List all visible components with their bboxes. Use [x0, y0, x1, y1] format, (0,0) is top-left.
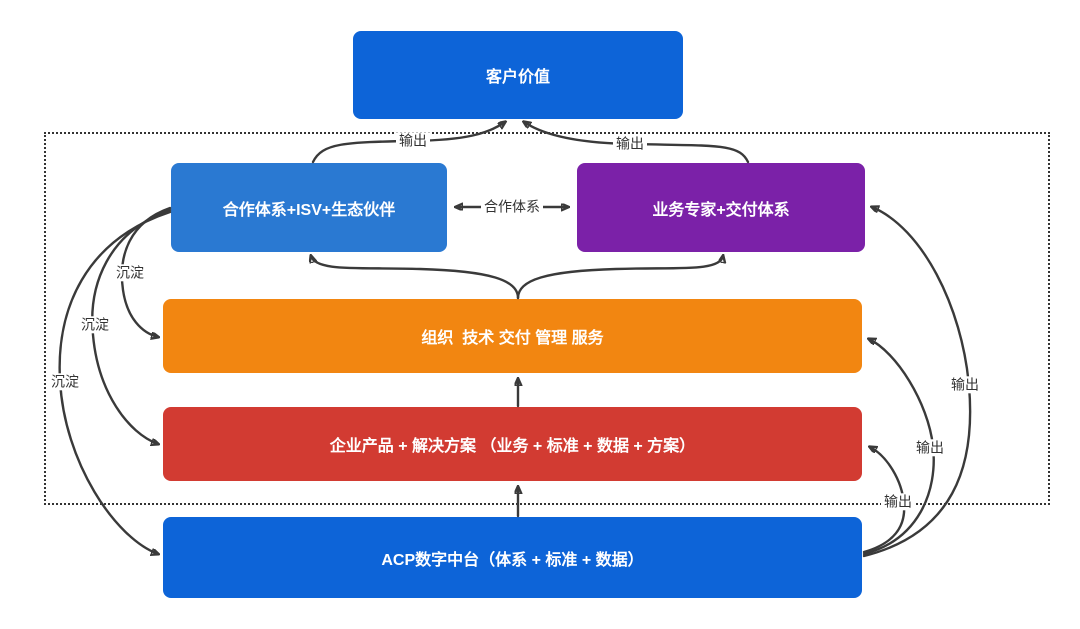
box-partner-ecosystem: 合作体系+ISV+生态伙伴 — [171, 163, 447, 252]
edge-label-sink-outer: 沉淀 — [48, 373, 82, 391]
edge-label-sink-middle: 沉淀 — [78, 316, 112, 334]
box-partner-ecosystem-label: 合作体系+ISV+生态伙伴 — [222, 201, 396, 219]
box-business-expert-delivery-label: 业务专家+交付体系 — [652, 201, 790, 219]
box-acp-digital-platform: ACP数字中台（体系 + 标准 + 数据） — [163, 517, 862, 598]
box-acp-digital-platform-label: ACP数字中台（体系 + 标准 + 数据） — [381, 551, 644, 569]
box-org-label: 组织 技术 交付 管理 服务 — [421, 330, 604, 347]
edge-label-output-right-middle: 输出 — [913, 439, 947, 457]
box-org-tech-delivery-mgmt-service: 组织 技术 交付 管理 服务 — [163, 299, 862, 373]
box-enterprise-product-solution: 企业产品 + 解决方案 （业务 + 标准 + 数据 + 方案） — [163, 407, 862, 481]
edge-label-cooperation: 合作体系 — [481, 198, 543, 216]
edge-label-output-top-left: 输出 — [396, 132, 430, 150]
box-enterprise-product-solution-label: 企业产品 + 解决方案 （业务 + 标准 + 数据 + 方案） — [329, 438, 696, 455]
box-business-expert-delivery: 业务专家+交付体系 — [577, 163, 865, 252]
edge-label-output-top-right: 输出 — [613, 135, 647, 153]
edge-label-output-right-outer: 输出 — [948, 376, 982, 394]
box-customer-value: 客户价值 — [353, 31, 683, 119]
box-customer-value-label: 客户价值 — [485, 69, 550, 86]
edge-label-output-right-inner: 输出 — [881, 493, 915, 511]
edge-label-sink-inner: 沉淀 — [113, 264, 147, 282]
